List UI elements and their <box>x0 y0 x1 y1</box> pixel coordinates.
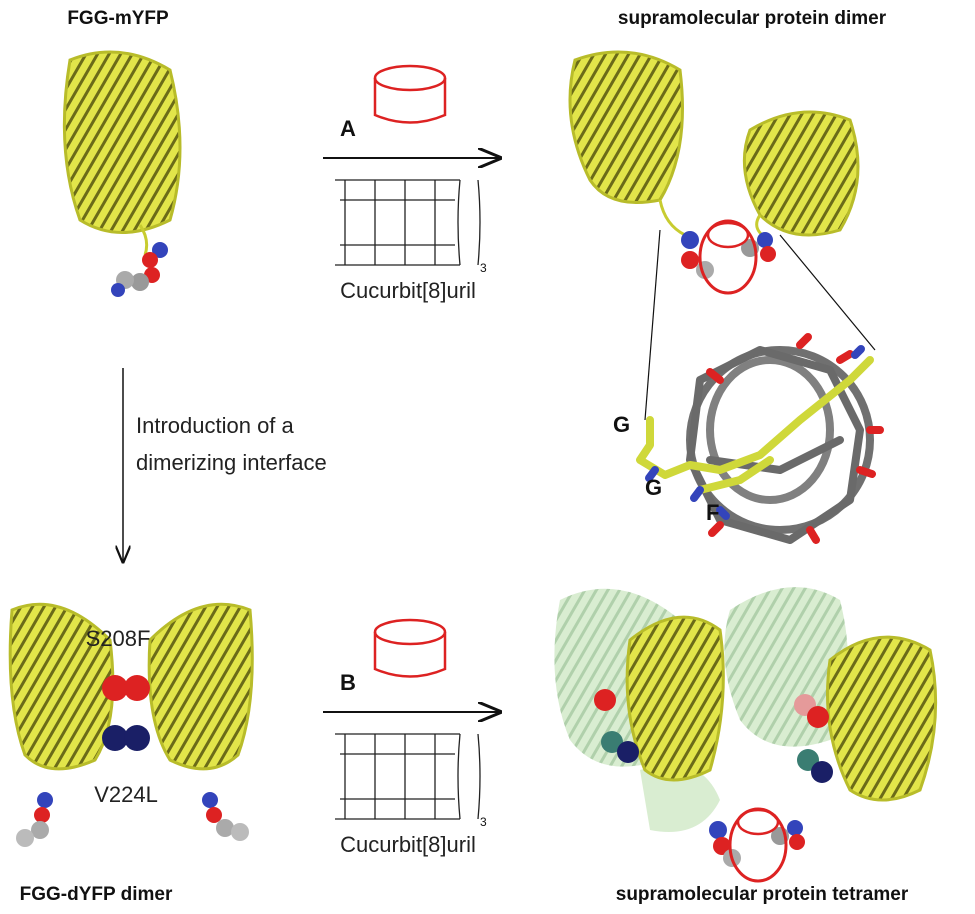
reagent-b-label: Cucurbit[8]uril <box>340 832 476 857</box>
zoom-line-right <box>779 234 876 351</box>
title-protein-tetramer: supramolecular protein tetramer <box>616 884 909 905</box>
cucurbituril-structure-a <box>335 179 481 266</box>
reagent-a-label: Cucurbit[8]uril <box>340 278 476 303</box>
title-fgg-dyfp-dimer: FGG-dYFP dimer <box>20 884 173 905</box>
residue-g2-label: G <box>645 475 662 500</box>
fgg-myfp-protein <box>62 50 182 297</box>
supramolecular-tetramer-proteins <box>554 587 938 883</box>
supramolecular-dimer-proteins <box>568 50 860 242</box>
residue-g1-label: G <box>613 412 630 437</box>
mutation-v224l-label: V224L <box>94 782 158 807</box>
fgg-dyfp-dimer-protein <box>8 602 254 847</box>
cucurbituril-stick-model <box>636 333 884 544</box>
cucurbituril-cylinder-icon <box>373 64 447 124</box>
cucurbituril-structure-b <box>335 733 481 820</box>
residue-f-label: F <box>706 500 719 525</box>
repeat-subscript-b: 3 <box>480 815 487 829</box>
zoom-line-left <box>644 229 661 421</box>
mutation-s208f-label: S208F <box>86 626 151 651</box>
cucurbituril-cylinder-icon-b <box>373 618 447 678</box>
title-fgg-myfp: FGG-mYFP <box>67 8 169 29</box>
title-protein-dimer: supramolecular protein dimer <box>618 8 887 29</box>
step-line2: dimerizing interface <box>136 450 327 475</box>
step-line1: Introduction of a <box>136 413 295 438</box>
repeat-subscript-a: 3 <box>480 261 487 275</box>
cucurbituril-ring-dimer <box>681 219 776 295</box>
reaction-b-label: B <box>340 670 356 695</box>
reaction-a-label: A <box>340 116 356 141</box>
